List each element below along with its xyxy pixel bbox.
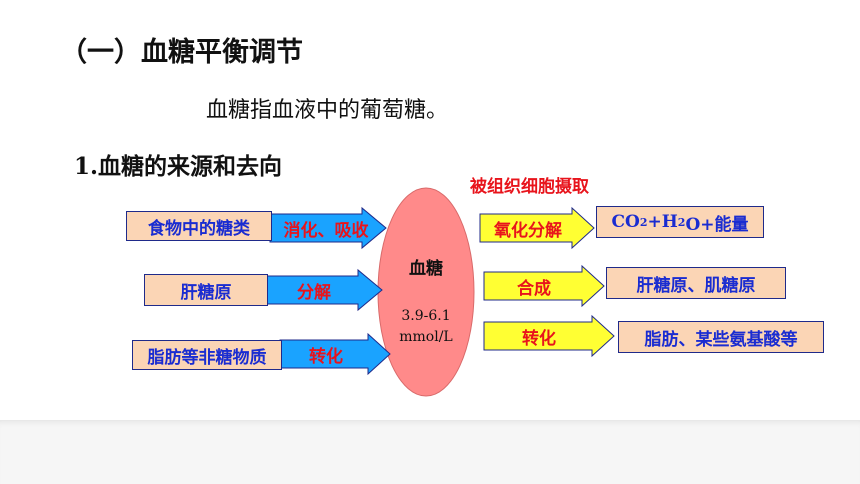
arrow-source-1 xyxy=(269,206,387,250)
arrow-dest-2 xyxy=(483,264,605,308)
process-synthesize: 合成 xyxy=(517,278,551,299)
dest-box-fat-amino: 脂肪、某些氨基酸等 xyxy=(618,321,824,353)
blood-sugar-ellipse xyxy=(377,187,475,397)
process-convert-in: 转化 xyxy=(309,346,343,367)
source-box-non-sugar: 脂肪等非糖物质 xyxy=(132,340,282,370)
dest-box-energy-h: +H xyxy=(647,212,678,232)
center-unit: mmol/L xyxy=(399,329,453,345)
arrow-source-3 xyxy=(279,332,391,376)
center-range: 3.9-6.1 xyxy=(401,308,451,324)
section-title: （一）血糖平衡调节 xyxy=(60,37,303,68)
arrow-dest-3 xyxy=(483,314,615,358)
process-convert-out: 转化 xyxy=(522,328,556,349)
dest-box-energy-sub2: 2 xyxy=(677,215,686,229)
dest-box-glycogen: 肝糖原、肌糖原 xyxy=(606,267,786,299)
process-oxidize: 氧化分解 xyxy=(494,220,562,241)
destinations-header: 被组织细胞摄取 xyxy=(470,177,589,197)
dest-box-energy-rest: O+能量 xyxy=(685,214,749,235)
dest-box-energy-sub1: 2 xyxy=(639,215,648,229)
center-label: 血糖 xyxy=(409,259,443,279)
slide-bottom-band xyxy=(0,420,860,484)
process-breakdown: 分解 xyxy=(297,282,331,303)
subtitle: 1.血糖的来源和去向 xyxy=(74,153,283,180)
definition-text: 血糖指血液中的葡萄糖。 xyxy=(206,98,449,123)
source-box-liver-glycogen: 肝糖原 xyxy=(144,274,268,306)
arrow-dest-1 xyxy=(479,206,595,250)
source-box-food: 食物中的糖类 xyxy=(126,211,272,241)
arrow-source-2 xyxy=(265,268,383,312)
process-digest-absorb: 消化、吸收 xyxy=(283,220,369,241)
dest-box-energy-co: CO xyxy=(611,212,640,232)
